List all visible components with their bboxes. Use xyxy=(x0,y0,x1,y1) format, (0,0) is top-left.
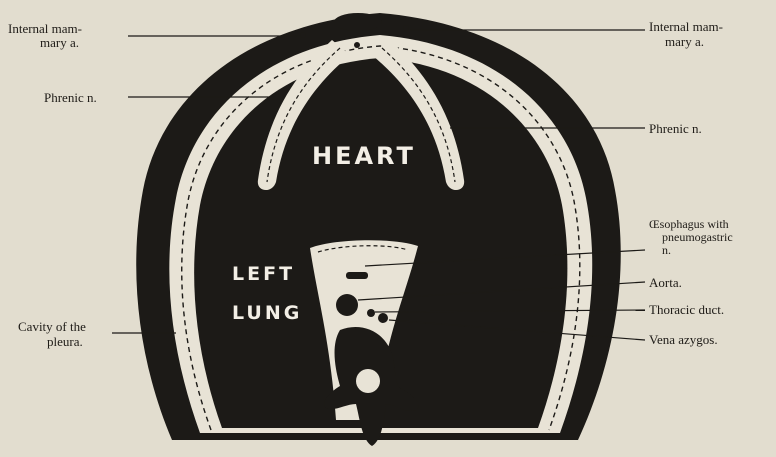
label-internal-mammary-left-line2: mary a. xyxy=(40,36,79,49)
label-phrenic-left: Phrenic n. xyxy=(44,91,97,104)
label-esophagus-line3: n. xyxy=(662,244,671,257)
label-vena-azygos: Vena azygos. xyxy=(649,333,718,346)
label-phrenic-right: Phrenic n. xyxy=(649,122,702,135)
label-aorta: Aorta. xyxy=(649,276,682,289)
left-lung-label-line1: LEFT xyxy=(232,263,295,285)
thoracic-duct xyxy=(367,309,375,317)
vertebral-canal xyxy=(356,369,380,393)
sternal-dot xyxy=(354,42,360,48)
heart-label: HEART xyxy=(312,142,416,170)
label-internal-mammary-right-line2: mary a. xyxy=(665,35,704,48)
label-thoracic-duct: Thoracic duct. xyxy=(649,303,724,316)
label-internal-mammary-right-line1: Internal mam- xyxy=(649,20,723,33)
vena-azygos xyxy=(378,313,388,323)
internal-mammary-artery-left xyxy=(300,32,306,38)
label-pleura-line2: pleura. xyxy=(47,335,83,348)
label-esophagus-line2: pneumogastric xyxy=(662,231,733,244)
internal-mammary-artery-right xyxy=(403,25,409,31)
sternum xyxy=(334,13,382,31)
left-lung-label-line2: LUNG xyxy=(232,302,302,324)
aorta xyxy=(336,294,358,316)
esophagus xyxy=(346,272,368,279)
label-pleura-line1: Cavity of the xyxy=(18,320,86,333)
label-internal-mammary-left-line1: Internal mam- xyxy=(8,22,82,35)
